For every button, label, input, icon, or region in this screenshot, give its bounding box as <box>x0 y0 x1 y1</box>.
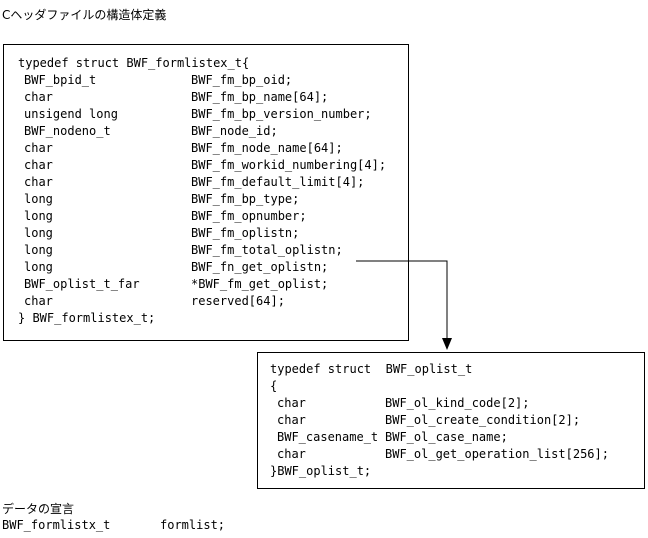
struct1-member-name: BWF_fm_bp_version_number; <box>191 107 372 121</box>
struct1-member-name: BWF_fm_bp_name[64]; <box>191 90 329 104</box>
struct1-open: typedef struct BWF_formlistex_t{ <box>18 56 250 70</box>
struct1-member-type: long <box>24 226 53 240</box>
struct1-member-name: BWF_fm_bp_oid; <box>191 73 293 87</box>
struct1-member-type: char <box>24 175 53 189</box>
struct-formlistex-box: typedef struct BWF_formlistex_t{ BWF_bpi… <box>3 44 409 341</box>
struct2-member-name: BWF_ol_kind_code[2]; <box>385 396 530 410</box>
struct1-member-type: char <box>24 158 53 172</box>
struct2-open: typedef struct BWF_oplist_t <box>270 362 473 376</box>
struct1-member-name: *BWF_fm_get_oplist; <box>191 277 329 291</box>
struct2-member-type: BWF_casename_t <box>277 430 379 444</box>
struct1-member-name-total-oplistn: BWF_fm_total_oplistn; <box>191 243 343 257</box>
struct1-member-name: BWF_fm_bp_type; <box>191 192 300 206</box>
struct1-member-type: long <box>24 192 53 206</box>
struct2-member-type: char <box>277 413 306 427</box>
struct1-member-name: BWF_fm_workid_numbering[4]; <box>191 158 387 172</box>
struct1-member-type: long <box>24 209 53 223</box>
struct2-member-name: BWF_ol_case_name; <box>385 430 508 444</box>
declaration-name: formlist; <box>160 518 226 532</box>
struct1-member-name: BWF_fm_oplistn; <box>191 226 300 240</box>
struct1-close: } BWF_formlistex_t; <box>18 311 156 325</box>
struct2-member-name: BWF_ol_create_condition[2]; <box>385 413 581 427</box>
struct1-member-type: long <box>24 260 53 274</box>
struct1-member-name: BWF_fn_get_oplistn; <box>191 260 329 274</box>
struct-oplist-box: typedef struct BWF_oplist_t { char BWF_o… <box>257 352 645 489</box>
struct1-member-type: unsigend long <box>24 107 118 121</box>
struct1-member-type: char <box>24 294 53 308</box>
struct1-member-name: BWF_node_id; <box>191 124 278 138</box>
struct1-member-name: BWF_fm_default_limit[4]; <box>191 175 365 189</box>
struct1-member-name: BWF_fm_node_name[64]; <box>191 141 343 155</box>
struct2-member-type: char <box>277 447 306 461</box>
arrow-head-icon <box>442 338 452 350</box>
struct1-member-type: BWF_bpid_t <box>24 73 97 87</box>
struct1-member-type: BWF_nodeno_t <box>24 124 111 138</box>
struct1-member-type: char <box>24 90 53 104</box>
struct2-close: }BWF_oplist_t; <box>270 464 372 478</box>
struct2-member-type: char <box>277 396 306 410</box>
struct2-brace: { <box>270 379 278 393</box>
connector-line <box>356 260 448 338</box>
data-decl-title: データの宣言 <box>2 502 75 516</box>
declaration-type: BWF_formlistx_t <box>2 518 111 532</box>
struct1-member-type: char <box>24 141 53 155</box>
struct2-member-name: BWF_ol_get_operation_list[256]; <box>385 447 609 461</box>
struct1-member-name: reserved[64]; <box>191 294 285 308</box>
c-header-title: Cヘッダファイルの構造体定義 <box>2 8 167 22</box>
struct1-member-type: long <box>24 243 53 257</box>
struct1-member-type: BWF_oplist_t_far <box>24 277 140 291</box>
struct1-member-name: BWF_fm_opnumber; <box>191 209 307 223</box>
